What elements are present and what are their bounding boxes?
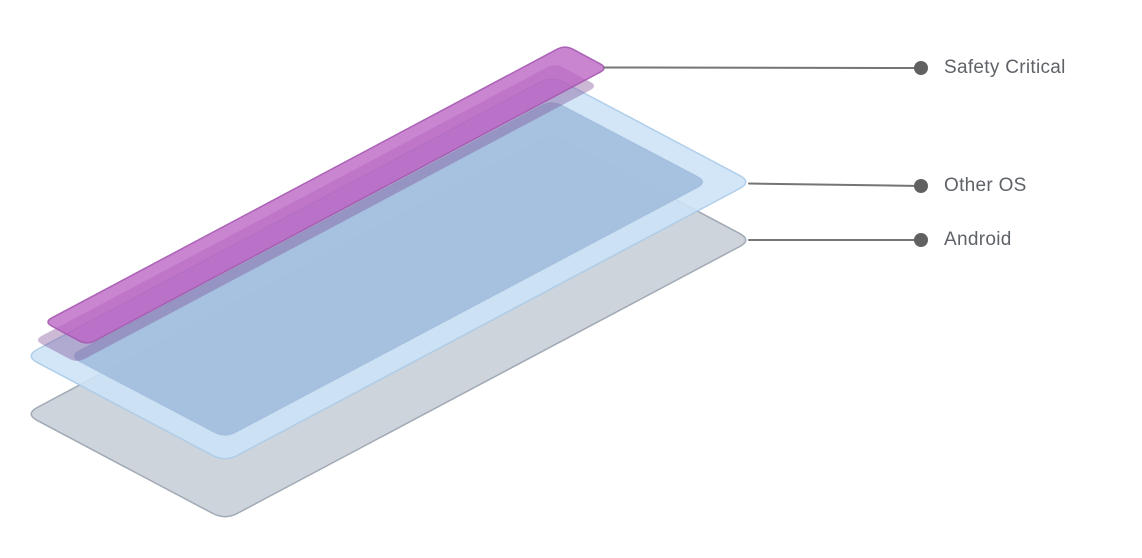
other-os-dot xyxy=(914,179,928,193)
safety-critical-leader-line xyxy=(603,66,922,69)
label-android: Android xyxy=(944,229,1012,250)
android-dot xyxy=(914,233,928,247)
label-safety-critical: Safety Critical xyxy=(944,57,1066,78)
other-os-leader-line xyxy=(748,182,922,187)
label-other-os: Other OS xyxy=(944,175,1027,196)
other-os-layer-inner-panel xyxy=(73,102,704,436)
safety-critical-layer-sheet xyxy=(47,46,605,344)
safety-critical-dot xyxy=(914,61,928,75)
